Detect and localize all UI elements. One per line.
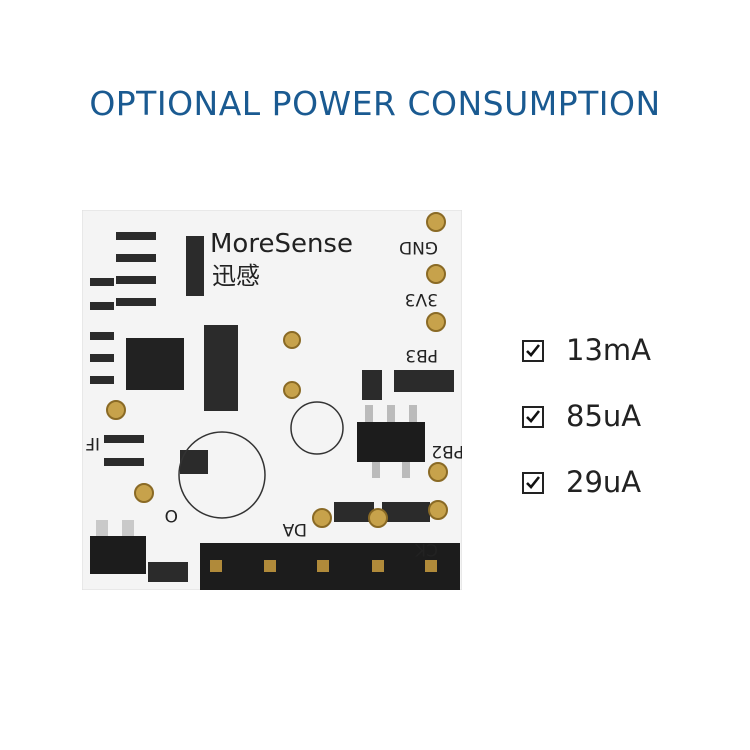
power-option-85ua[interactable]: 85uA bbox=[522, 396, 742, 462]
sensor-board-image: MoreSense 迅感 GND 3V3 PB3 PB2 DA CK O IF bbox=[82, 210, 462, 590]
pin-label-pb2: PB2 bbox=[431, 441, 462, 461]
power-option-13ma[interactable]: 13mA bbox=[522, 330, 742, 396]
checkmark-icon bbox=[526, 344, 541, 357]
power-option-label: 29uA bbox=[566, 465, 642, 499]
power-option-label: 85uA bbox=[566, 399, 642, 433]
power-option-label: 13mA bbox=[566, 333, 651, 367]
pin-label-da: DA bbox=[282, 519, 307, 539]
board-brand: MoreSense bbox=[210, 229, 353, 259]
checkmark-icon bbox=[526, 410, 541, 423]
pin-label-3v3: 3V3 bbox=[405, 289, 438, 309]
board-brand-cn: 迅感 bbox=[212, 262, 260, 290]
page-title: OPTIONAL POWER CONSUMPTION bbox=[89, 84, 661, 123]
pcb-illustration: MoreSense 迅感 GND 3V3 PB3 PB2 DA CK O IF bbox=[82, 210, 462, 590]
pin-label-if: IF bbox=[85, 433, 100, 453]
checkmark-icon bbox=[526, 476, 541, 489]
checkbox[interactable] bbox=[522, 340, 544, 362]
pin-label-ck: CK bbox=[414, 539, 438, 559]
power-option-29ua[interactable]: 29uA bbox=[522, 462, 742, 528]
checkbox[interactable] bbox=[522, 472, 544, 494]
pin-label-gnd: GND bbox=[399, 237, 438, 257]
checkbox[interactable] bbox=[522, 406, 544, 428]
power-options-list: 13mA 85uA 29uA bbox=[522, 330, 742, 528]
pin-label-pb3: PB3 bbox=[405, 345, 438, 365]
pin-label-o: O bbox=[165, 505, 178, 525]
